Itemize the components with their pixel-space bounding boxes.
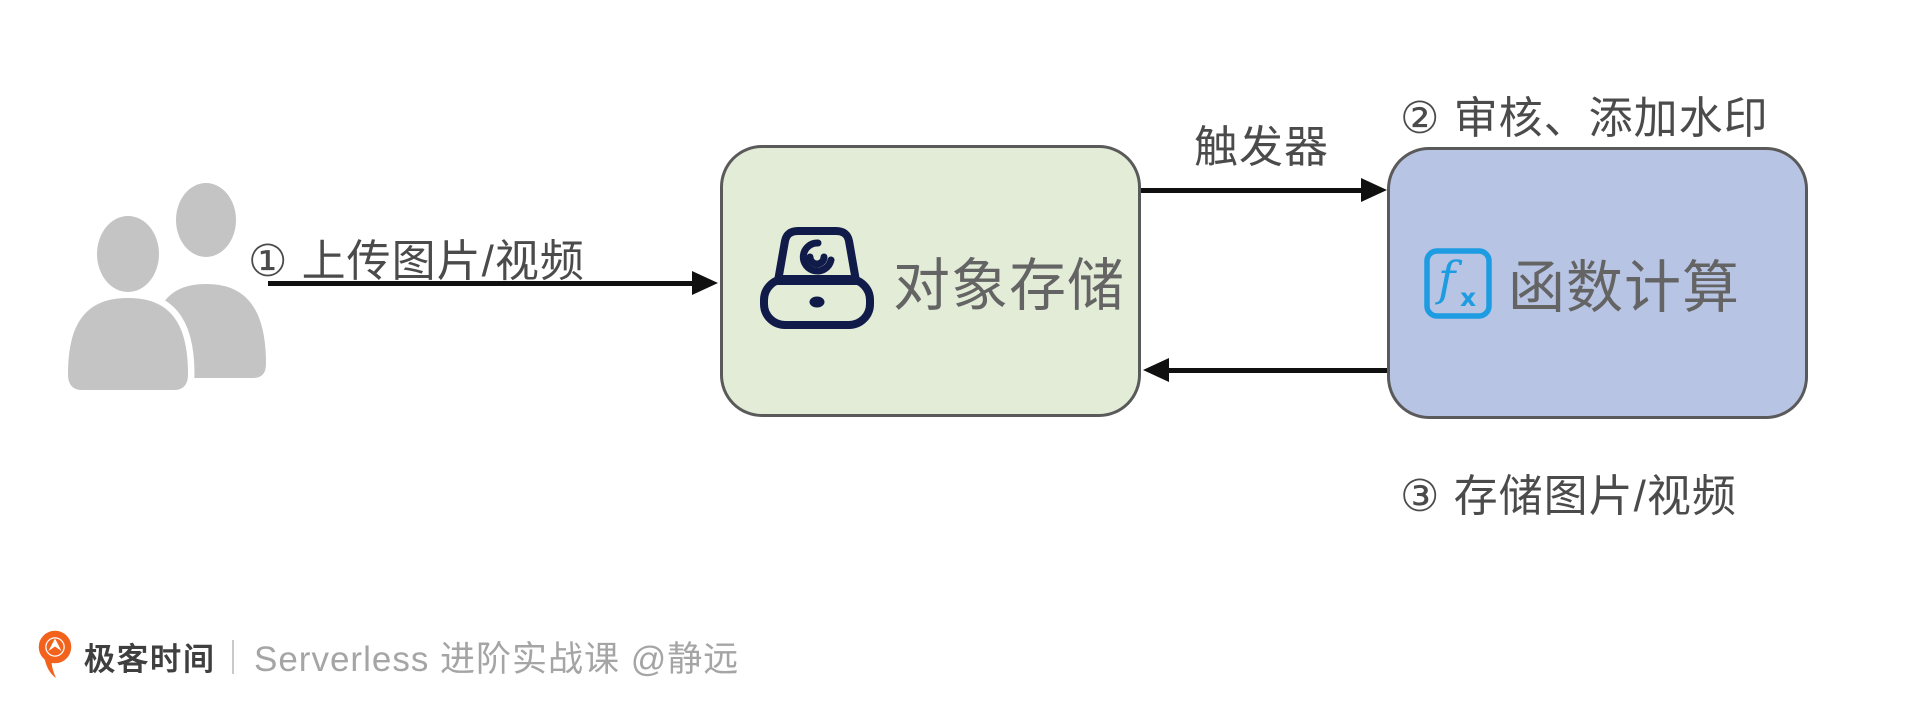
brand-name: 极客时间 bbox=[84, 642, 216, 677]
step2-label: ② 审核、添加水印 bbox=[1400, 94, 1769, 143]
geektime-logo-icon bbox=[38, 630, 72, 678]
fx-icon: f x bbox=[1424, 247, 1492, 319]
arrow-upload bbox=[268, 281, 694, 286]
step1-label: ① 上传图片/视频 bbox=[248, 237, 585, 286]
arrow-trigger bbox=[1141, 188, 1363, 193]
node-object-storage-label: 对象存储 bbox=[893, 254, 1125, 318]
footer-separator bbox=[232, 639, 234, 674]
trigger-label: 触发器 bbox=[1194, 123, 1329, 172]
arrow-store-back-head bbox=[1143, 358, 1169, 382]
arrow-upload-head bbox=[692, 271, 718, 295]
node-function-compute[interactable]: f x 函数计算 bbox=[1387, 147, 1808, 419]
course-title: Serverless 进阶实战课 @静远 bbox=[254, 640, 740, 679]
users-icon bbox=[64, 183, 266, 395]
node-function-compute-label: 函数计算 bbox=[1508, 256, 1740, 320]
step3-label: ③ 存储图片/视频 bbox=[1400, 472, 1737, 521]
arrow-store-back bbox=[1165, 368, 1387, 373]
node-object-storage[interactable]: 对象存储 bbox=[720, 145, 1141, 417]
disk-drive-icon bbox=[760, 227, 874, 329]
arrow-trigger-head bbox=[1361, 178, 1387, 202]
svg-text:x: x bbox=[1460, 283, 1476, 312]
footer-brand-bar: 极客时间 Serverless 进阶实战课 @静远 bbox=[36, 630, 739, 683]
svg-text:f: f bbox=[1435, 252, 1463, 307]
